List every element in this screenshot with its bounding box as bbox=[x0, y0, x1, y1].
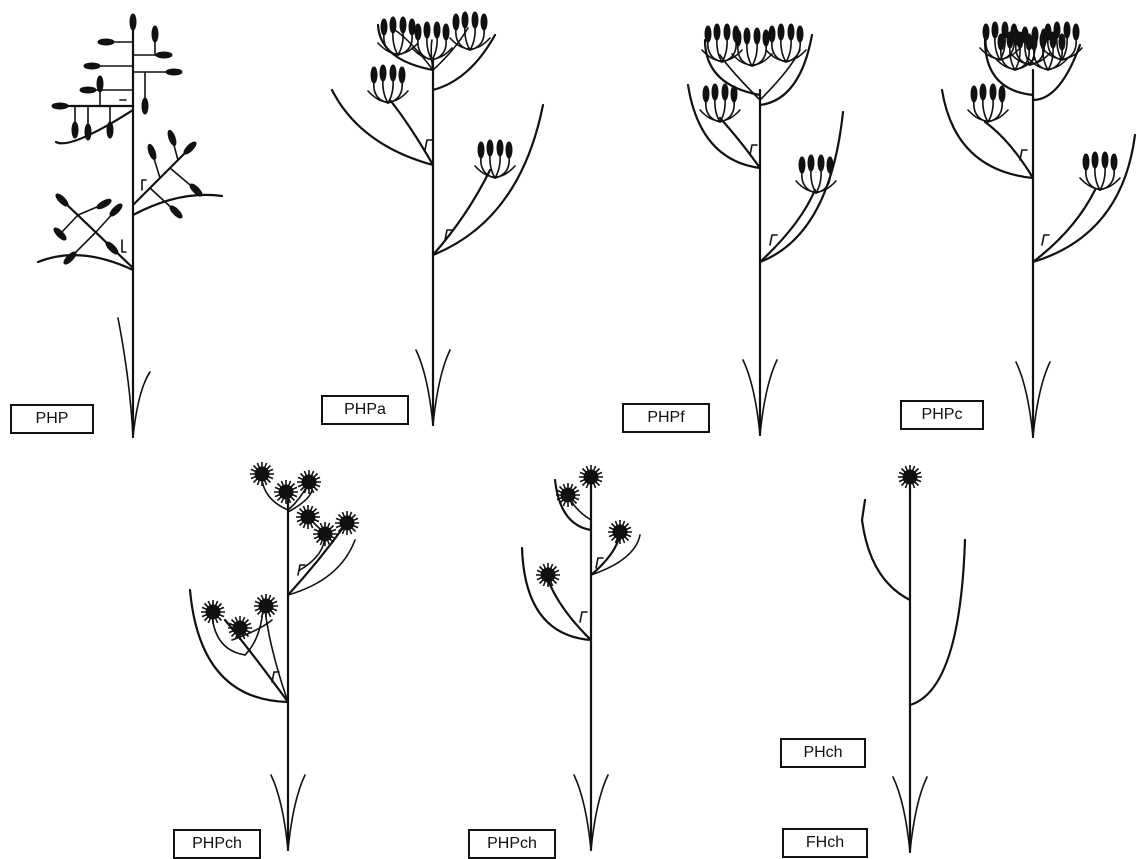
label-phpch-mid: PHPch bbox=[468, 829, 556, 859]
plant-fhch bbox=[862, 465, 965, 852]
label-phpf: PHPf bbox=[622, 403, 710, 433]
label-phch: PHch bbox=[780, 738, 866, 768]
label-php: PHP bbox=[10, 404, 94, 434]
label-phpch-left: PHPch bbox=[173, 829, 261, 859]
label-phpc: PHPc bbox=[900, 400, 984, 430]
label-phpa: PHPa bbox=[321, 395, 409, 425]
label-fhch: FHch bbox=[782, 828, 868, 858]
plant-php bbox=[38, 14, 222, 437]
plant-phpf bbox=[688, 24, 843, 435]
plant-phpch-mid bbox=[522, 465, 640, 850]
plant-phpch-left bbox=[190, 462, 359, 850]
plant-phpa bbox=[332, 12, 543, 425]
plant-phpc bbox=[942, 22, 1135, 437]
